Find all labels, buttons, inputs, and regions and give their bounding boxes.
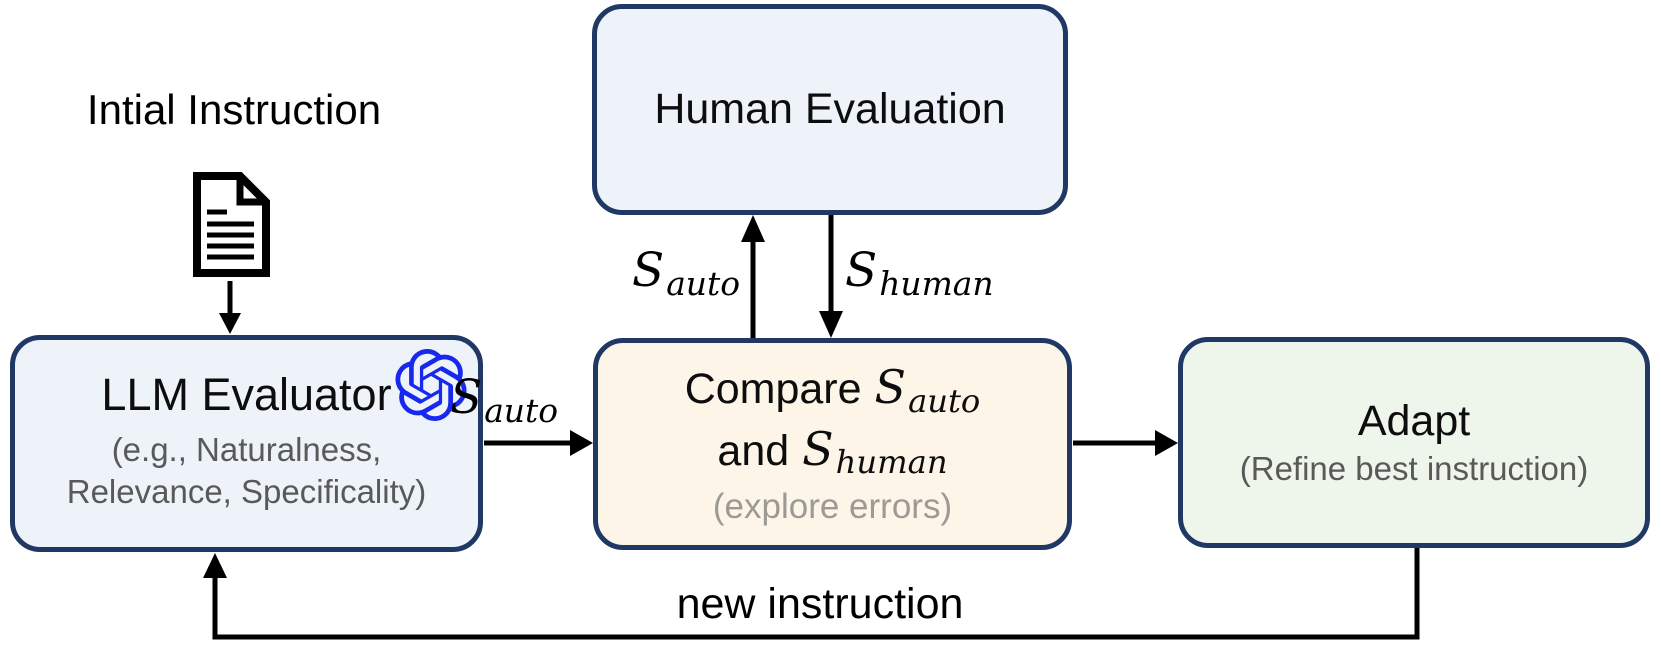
openai-logo-icon (395, 349, 467, 421)
arrow-feedback-loop (203, 546, 1420, 640)
adapt-title: Adapt (1357, 397, 1471, 446)
s-auto-label-horizontal-arrow: Sauto (450, 370, 559, 430)
compare-line2-text: and (717, 427, 790, 476)
llm-evaluator-box: LLM Evaluator (e.g., Naturalness, Releva… (10, 335, 483, 552)
s-auto-label-vertical-arrow: Sauto (631, 243, 740, 303)
human-evaluation-box: Human Evaluation (592, 4, 1068, 215)
s-human-label-vertical-arrow: Shuman (845, 243, 994, 303)
s-human-symbol: Shuman (802, 422, 948, 482)
adapt-subtitle: (Refine best instruction) (1239, 449, 1589, 487)
compare-line1-text: Compare (684, 365, 862, 414)
arrow-doc-to-llm (219, 281, 241, 334)
llm-evaluator-subtitle-line1: (e.g., Naturalness, (111, 430, 382, 468)
initial-instruction-label: Intial Instruction (86, 86, 382, 133)
arrow-compare-to-human (741, 215, 765, 338)
llm-evaluator-title: LLM Evaluator (101, 368, 392, 420)
adapt-box: Adapt (Refine best instruction) (1178, 337, 1650, 548)
compare-note: (explore errors) (712, 486, 953, 526)
openai-logo-path (395, 349, 467, 421)
arrow-llm-to-compare (484, 430, 593, 456)
new-instruction-label: new instruction (676, 580, 964, 628)
human-evaluation-title: Human Evaluation (654, 85, 1006, 134)
arrow-compare-to-adapt (1073, 430, 1178, 456)
llm-evaluator-subtitle-line2: Relevance, Specificality) (66, 472, 427, 510)
arrow-human-to-compare (819, 215, 843, 338)
s-auto-symbol: Sauto (874, 360, 981, 420)
document-icon (193, 172, 270, 277)
